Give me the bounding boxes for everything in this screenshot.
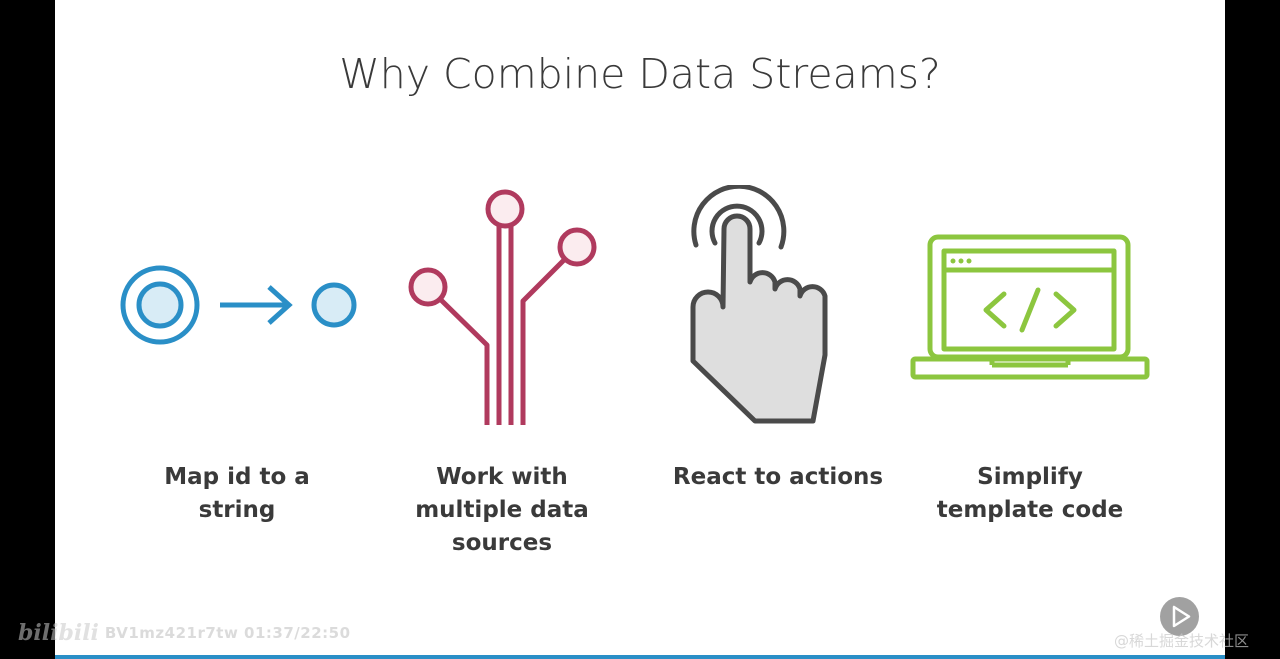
map-arrow-icon	[117, 262, 367, 352]
presentation-slide: Why Combine Data Streams?	[55, 0, 1225, 659]
caption-line: template code	[936, 497, 1124, 523]
slide-title: Why Combine Data Streams?	[339, 50, 941, 98]
laptop-code-icon	[910, 232, 1150, 382]
caption-line: Map id to a	[164, 464, 310, 490]
caption-simplify-template: Simplify template code	[910, 461, 1150, 527]
play-icon	[1172, 605, 1191, 628]
juejin-watermark: @稀土掘金技术社区	[1114, 632, 1250, 650]
caption-line: React to actions	[672, 464, 884, 490]
bilibili-watermark: bilibili BV1mz421r7tw 01:37/22:50	[18, 620, 351, 646]
caption-react-actions: React to actions	[643, 461, 913, 494]
caption-line: Work with	[436, 464, 568, 490]
caption-line: Simplify	[977, 464, 1083, 490]
caption-map-id: Map id to a string	[117, 461, 357, 527]
caption-line: string	[198, 497, 276, 523]
caption-line: sources	[451, 530, 553, 556]
circuit-branches-icon	[400, 185, 605, 430]
caption-multiple-sources: Work with multiple data sources	[392, 461, 612, 560]
pointing-hand-icon	[685, 183, 850, 430]
progress-bar[interactable]	[55, 655, 1225, 659]
video-info: BV1mz421r7tw 01:37/22:50	[104, 624, 351, 642]
play-button[interactable]	[1160, 597, 1199, 636]
caption-line: multiple data	[415, 497, 589, 523]
bilibili-logo: bilibili	[18, 620, 99, 646]
